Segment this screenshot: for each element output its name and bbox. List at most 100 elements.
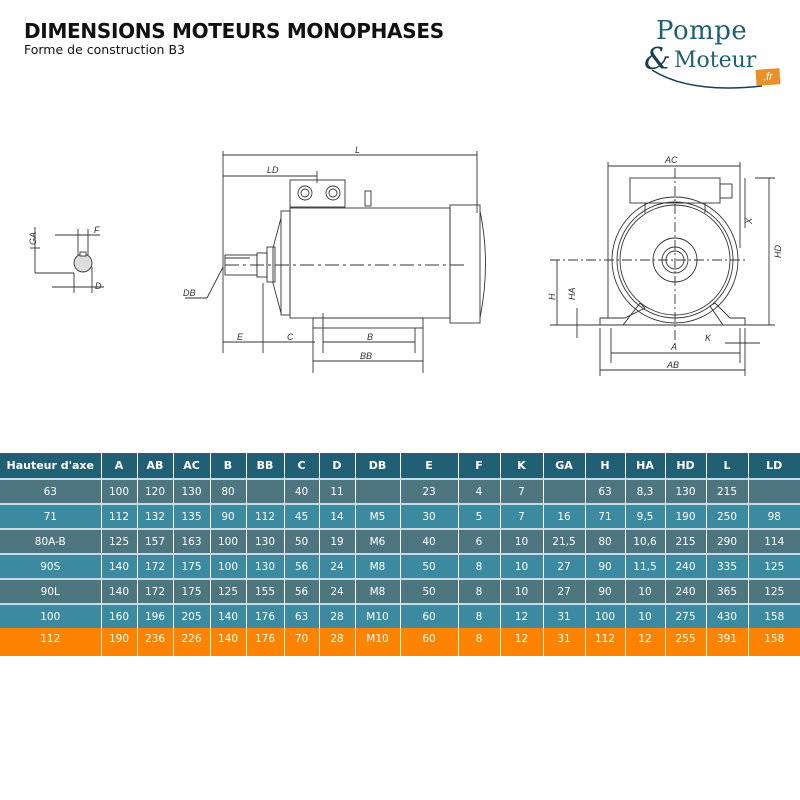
- col-header: C: [283, 453, 319, 479]
- label-f: F: [94, 225, 100, 235]
- cell-value: 158: [747, 628, 800, 656]
- cell-value: 45: [283, 504, 319, 529]
- cell-value: [542, 479, 585, 504]
- cell-value: 60: [399, 604, 458, 628]
- cell-value: [354, 479, 400, 504]
- cell-value: 16: [542, 504, 585, 529]
- cell-value: 12: [624, 628, 665, 656]
- cell-value: 23: [399, 479, 458, 504]
- cell-value: 140: [100, 554, 137, 579]
- cell-value: 27: [542, 579, 585, 604]
- cell-value: 90: [584, 579, 625, 604]
- cell-value: 19: [318, 529, 355, 554]
- label-b: B: [367, 332, 373, 342]
- cell-value: 140: [209, 628, 246, 656]
- cell-value: 24: [318, 579, 355, 604]
- cell-value: 10: [624, 579, 665, 604]
- cell-value: 155: [245, 579, 284, 604]
- cell-value: 190: [100, 628, 137, 656]
- cell-value: 5: [457, 504, 500, 529]
- cell-value: 132: [136, 504, 173, 529]
- cell-value: 250: [705, 504, 748, 529]
- label-d: D: [95, 281, 102, 291]
- cell-value: 8: [457, 628, 500, 656]
- cell-value: 90: [209, 504, 246, 529]
- cell-value: 163: [172, 529, 210, 554]
- cell-value: 140: [209, 604, 246, 628]
- cell-value: 391: [705, 628, 748, 656]
- cell-value: 11: [318, 479, 355, 504]
- cell-value: 176: [245, 604, 284, 628]
- cell-value: 175: [172, 579, 210, 604]
- cell-value: 112: [100, 504, 137, 529]
- col-header: Hauteur d'axe: [0, 453, 101, 479]
- cell-value: 70: [283, 628, 319, 656]
- col-header: AC: [172, 453, 210, 479]
- cell-value: M10: [354, 604, 400, 628]
- cell-axis-height: 63: [0, 479, 101, 504]
- cell-value: 172: [136, 579, 173, 604]
- cell-value: 226: [172, 628, 210, 656]
- logo-badge: .fr: [755, 68, 781, 86]
- label-db: DB: [183, 288, 196, 298]
- cell-value: 56: [283, 579, 319, 604]
- label-c: C: [287, 332, 294, 342]
- cell-value: 215: [664, 529, 706, 554]
- label-bb: BB: [360, 351, 372, 361]
- col-header: GA: [542, 453, 585, 479]
- cell-value: 12: [499, 604, 543, 628]
- col-header: D: [318, 453, 355, 479]
- motor-side-view-drawing: L LD DB E C B BB: [183, 145, 486, 373]
- brand-logo[interactable]: Pompe & Moteur .fr: [640, 12, 800, 92]
- cell-value: 240: [664, 554, 706, 579]
- cell-value: 240: [664, 579, 706, 604]
- cell-value: 80: [584, 529, 625, 554]
- shaft-section-drawing: GA F D: [28, 225, 104, 293]
- cell-value: 24: [318, 554, 355, 579]
- cell-value: 100: [209, 529, 246, 554]
- cell-value: 63: [584, 479, 625, 504]
- cell-value: 30: [399, 504, 458, 529]
- cell-value: 196: [136, 604, 173, 628]
- cell-value: M5: [354, 504, 400, 529]
- col-header: H: [584, 453, 625, 479]
- cell-value: 10: [499, 579, 543, 604]
- cell-value: 12: [499, 628, 543, 656]
- cell-value: 125: [747, 554, 800, 579]
- cell-value: 4: [457, 479, 500, 504]
- col-header: LD: [747, 453, 800, 479]
- cell-value: M10: [354, 628, 400, 656]
- cell-value: 112: [584, 628, 625, 656]
- cell-value: 10: [499, 529, 543, 554]
- motor-front-view-drawing: AC X HD H HA A K AB: [547, 155, 783, 376]
- label-a: A: [670, 342, 677, 352]
- cell-value: 40: [399, 529, 458, 554]
- cell-value: 60: [399, 628, 458, 656]
- cell-value: 10: [499, 554, 543, 579]
- col-header: AB: [136, 453, 173, 479]
- cell-value: 365: [705, 579, 748, 604]
- cell-value: 7: [499, 504, 543, 529]
- cell-value: 31: [542, 628, 585, 656]
- cell-value: 236: [136, 628, 173, 656]
- cell-value: 112: [245, 504, 284, 529]
- cell-value: 8: [457, 579, 500, 604]
- cell-value: 100: [209, 554, 246, 579]
- cell-value: 130: [664, 479, 706, 504]
- cell-axis-height: 80A-B: [0, 529, 101, 554]
- cell-value: 335: [705, 554, 748, 579]
- cell-value: 8,3: [624, 479, 665, 504]
- cell-value: [245, 479, 284, 504]
- cell-value: 98: [747, 504, 800, 529]
- label-hd: HD: [773, 245, 783, 258]
- cell-value: 28: [318, 604, 355, 628]
- cell-value: 40: [283, 479, 319, 504]
- col-header: HA: [624, 453, 665, 479]
- col-header: BB: [245, 453, 284, 479]
- cell-value: 80: [209, 479, 246, 504]
- cell-value: 100: [584, 604, 625, 628]
- cell-value: 100: [100, 479, 137, 504]
- cell-value: 125: [747, 579, 800, 604]
- logo-word-pompe: Pompe: [656, 16, 748, 46]
